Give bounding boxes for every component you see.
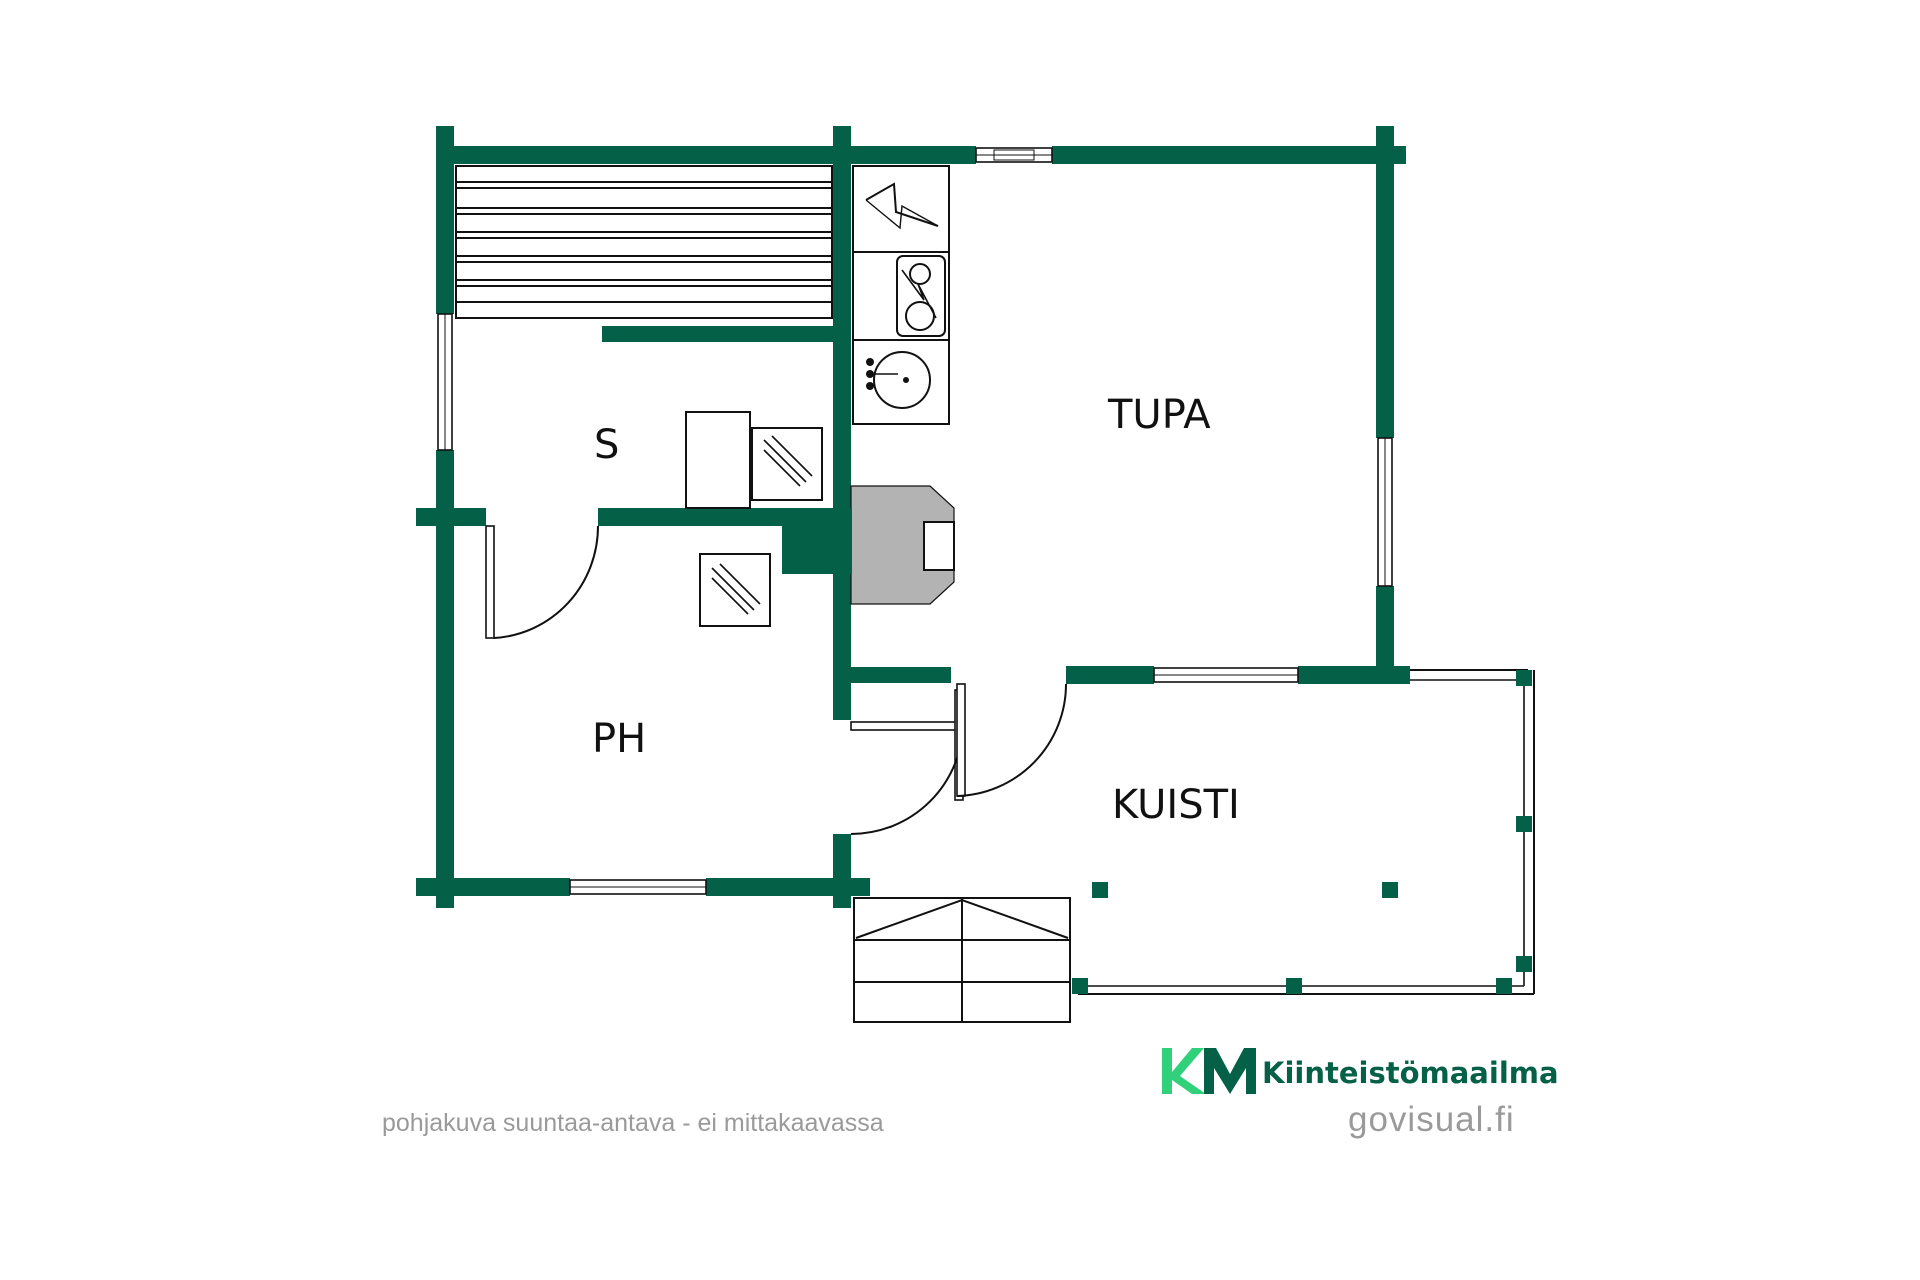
footer-website: govisual.fi: [1348, 1100, 1515, 1139]
window-tupa-bottom: [1153, 667, 1299, 683]
door-ph: [850, 689, 964, 835]
fridge-icon: [865, 182, 939, 230]
door-sauna: [485, 525, 600, 639]
sink-icon: [866, 351, 931, 409]
door-tupa: [956, 683, 1067, 797]
wall-top-left: [436, 146, 976, 164]
wall-right-upper: [1376, 146, 1394, 438]
wall-tupa-bottom-left: [1066, 666, 1154, 684]
room-label-sauna: S: [594, 422, 619, 468]
room-label-living-room: TUPA: [1107, 392, 1211, 438]
wall-center: [833, 146, 851, 720]
shower-sauna: [751, 427, 823, 501]
shower-ph: [699, 553, 771, 627]
wall-sauna-ph: [598, 508, 834, 526]
windows: [437, 147, 1393, 895]
km-logo-mark: [1162, 1048, 1256, 1094]
wall-left-stub: [416, 508, 486, 526]
wall-top-mid-post: [833, 126, 851, 148]
kitchen-counter: [852, 165, 950, 425]
porch-posts: [1072, 670, 1532, 994]
entrance-steps: [853, 897, 1071, 1023]
sauna-bench: [455, 165, 833, 319]
footer-disclaimer: pohjakuva suuntaa-antava - ei mittakaava…: [382, 1109, 884, 1137]
fireplace: [782, 485, 955, 605]
wall-tupa-bottom-right: [1298, 666, 1394, 684]
wall-right-lower: [1376, 586, 1394, 681]
logo-brand-name: Kiinteistömaailma: [1262, 1056, 1559, 1090]
logo: Kiinteistömaailma: [1162, 1048, 1559, 1094]
wall-bench: [602, 326, 834, 342]
wall-corridor-stub: [851, 667, 951, 683]
sauna-stove: [685, 411, 751, 509]
wall-bottom-left: [416, 878, 570, 896]
wall-left-upper: [436, 146, 454, 314]
wall-left-mid: [436, 450, 454, 908]
window-right: [1377, 437, 1393, 587]
window-bottom: [569, 879, 707, 895]
wall-center-lower: [833, 834, 851, 908]
stove-icon: [896, 255, 946, 337]
window-top: [975, 147, 1053, 163]
wall-tupa-bottom-end: [1376, 666, 1410, 684]
porch-railing: [1078, 669, 1535, 995]
room-label-porch: KUISTI: [1112, 782, 1240, 828]
room-label-bathroom: PH: [592, 716, 646, 762]
wall-top-right-post: [1376, 126, 1394, 148]
wall-top-right: [1052, 146, 1406, 164]
wall-top-left-post: [436, 126, 454, 148]
wall-bottom-right: [706, 878, 870, 896]
window-left: [437, 313, 453, 451]
